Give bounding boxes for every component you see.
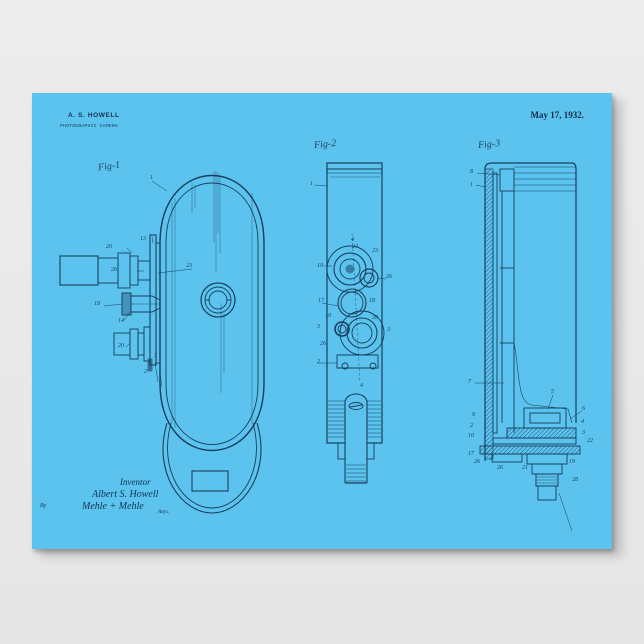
- ref-fig2-24: 24: [352, 244, 358, 250]
- signature-inventor-name: Albert S. Howell: [92, 489, 159, 500]
- ref-fig2-17: 17: [318, 298, 324, 304]
- ref-fig3-28: 28: [572, 477, 578, 483]
- ref-fig3-5: 5: [551, 389, 554, 395]
- signature-attorneys: Mehle + Mehle: [82, 501, 144, 512]
- ref-fig3-9: 9: [472, 412, 475, 418]
- ref-fig3-4: 4: [581, 419, 584, 425]
- fig-1-drawing: [59, 171, 265, 514]
- ref-fig2-1: 1: [310, 181, 313, 187]
- ref-fig3-26b: 26: [497, 465, 503, 471]
- ref-fig2-23: 23: [372, 248, 378, 254]
- ref-fig3-21: 21: [522, 465, 528, 471]
- ref-fig2-19: 19: [317, 263, 323, 269]
- ref-fig2-4b: 4: [360, 383, 363, 389]
- ref-fig3-19: 19: [569, 459, 575, 465]
- ref-fig1-2: 2: [144, 369, 147, 375]
- ref-fig2-20: 20: [372, 315, 378, 321]
- ref-fig3-22: 22: [587, 438, 593, 444]
- ref-fig3-2: 2: [470, 423, 473, 429]
- ref-fig3-3: 3: [582, 430, 585, 436]
- ref-fig2-2: 2: [317, 359, 320, 365]
- fig-2-drawing: [314, 162, 387, 484]
- ref-fig3-26a: 26: [474, 459, 480, 465]
- ref-fig2-3b: 3: [387, 327, 390, 333]
- ref-fig3-7: 7: [468, 379, 471, 385]
- ref-fig1-14: 14: [118, 318, 124, 324]
- ref-fig3-10: 10: [468, 433, 474, 439]
- ref-fig3-1: 1: [470, 182, 473, 188]
- ref-fig1-13: 13: [140, 236, 146, 242]
- ref-fig1-3: 3: [154, 353, 157, 359]
- ref-fig2-26b: 26: [320, 341, 326, 347]
- ref-fig2-18: 18: [369, 298, 375, 304]
- ref-fig1-26: 26: [111, 267, 117, 273]
- signature-inventor-label: Inventor: [120, 477, 151, 487]
- ref-fig3-8: 8: [470, 169, 473, 175]
- ref-fig3-17: 17: [468, 451, 474, 457]
- ref-fig1-23: 23: [186, 263, 192, 269]
- patent-poster: A. S. HOWELL PHOTOGRAPHIC CAMERA May 17,…: [32, 93, 612, 549]
- ref-fig3-6: 6: [582, 406, 585, 412]
- ref-fig1-18: 18: [94, 301, 100, 307]
- patent-date: May 17, 1932.: [530, 110, 585, 120]
- patent-drawings: [59, 162, 583, 532]
- ref-fig2-4a: 4: [351, 237, 354, 243]
- fig-3-drawing: [475, 162, 583, 532]
- ref-fig2-10: 10: [325, 313, 331, 319]
- ref-fig2-26a: 26: [386, 274, 392, 280]
- ref-fig1-20a: 20: [106, 244, 112, 250]
- inventor-name-header: A. S. HOWELL: [68, 112, 120, 119]
- ref-fig1-1: 1: [150, 175, 153, 181]
- signature-attys-label: Attys.: [158, 510, 170, 515]
- invention-title: PHOTOGRAPHIC CAMERA: [60, 124, 119, 129]
- ref-fig1-20b: 20: [118, 343, 124, 349]
- signature-by: By: [40, 503, 47, 509]
- ref-fig2-3a: 3: [317, 324, 320, 330]
